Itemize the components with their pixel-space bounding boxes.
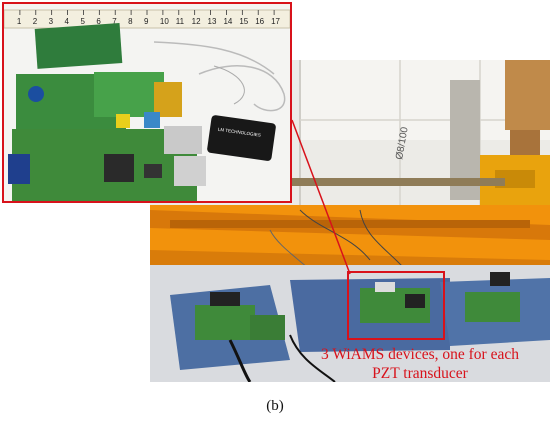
- ruler-mark: 4: [65, 17, 70, 26]
- ruler-mark: 14: [223, 17, 232, 26]
- ruler-mark: 13: [208, 17, 217, 26]
- callout-line-2: PZT transducer: [372, 365, 468, 382]
- ruler-mark: 7: [112, 17, 117, 26]
- ruler-mark: 3: [49, 17, 54, 26]
- ruler-mark: 9: [144, 17, 149, 26]
- lab-photo: Ø8/100: [150, 60, 550, 382]
- ruler-mark: 16: [255, 17, 264, 26]
- ruler-mark: 2: [33, 17, 38, 26]
- bluetooth-dongle: LM TECHNOLOGIES: [207, 115, 276, 161]
- callout-line-1: 3 WiAMS devices, one for each: [321, 346, 519, 363]
- ruler-mark: 5: [80, 17, 85, 26]
- dongle-brand-text: LM TECHNOLOGIES: [218, 127, 261, 138]
- ruler-mark: 10: [160, 17, 169, 26]
- panel-label: (b): [266, 398, 284, 414]
- device-highlight-box: [347, 271, 445, 340]
- ruler-mark: 12: [192, 17, 201, 26]
- wiams-device-left: [195, 292, 285, 340]
- callout-caption: 3 WiAMS devices, one for each PZT transd…: [300, 345, 540, 383]
- ruler-mark: 17: [271, 17, 280, 26]
- wiams-device-middle: [360, 282, 430, 323]
- ruler-mark: 6: [96, 17, 101, 26]
- ruler-mark: 11: [176, 17, 185, 26]
- ruler-mark: 15: [239, 17, 248, 26]
- wiams-device-right: [465, 272, 520, 322]
- ruler-mark: 8: [128, 17, 133, 26]
- ruler-mark: 1: [17, 17, 22, 26]
